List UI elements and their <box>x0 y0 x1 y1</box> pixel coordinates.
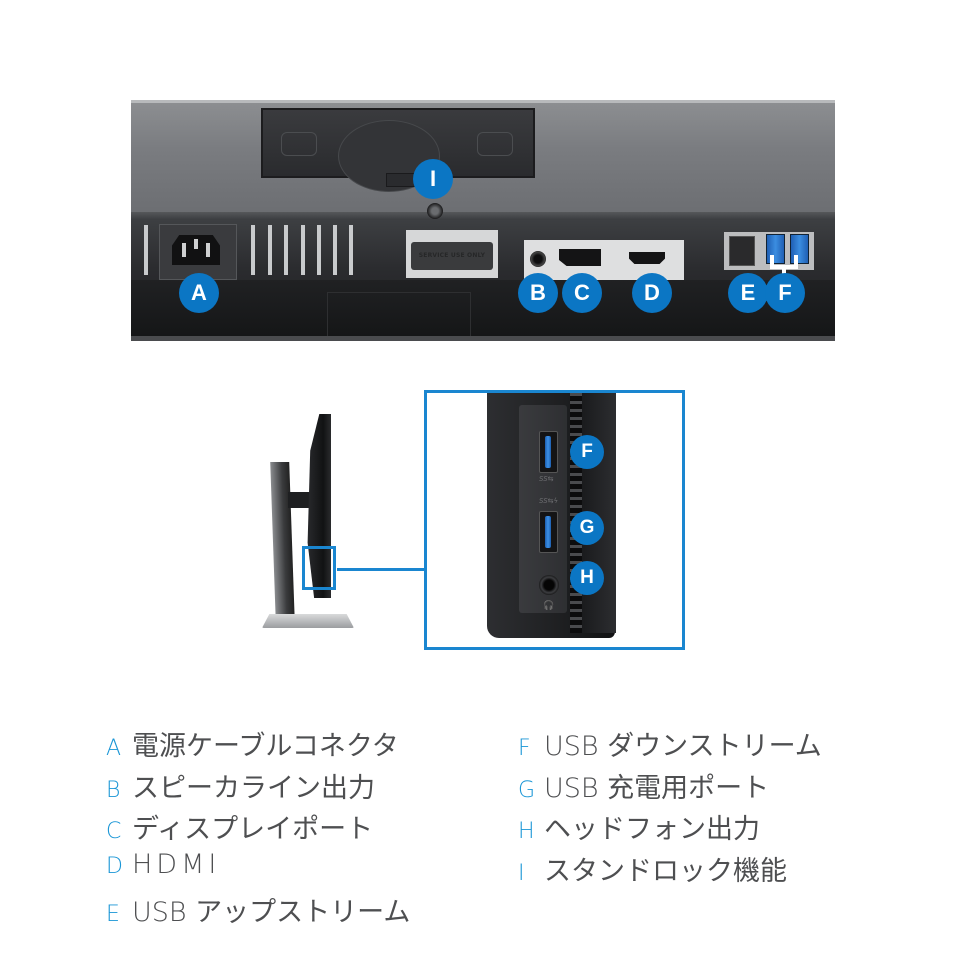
badge-i: I <box>413 159 453 199</box>
badge-b: B <box>518 273 558 313</box>
legend-item: E USB アップストリーム <box>106 890 410 932</box>
rear-floor <box>131 280 835 341</box>
rear-panel-photo: SERVICE USE ONLY I A B C D E F <box>131 100 835 341</box>
side-port-highlight-small <box>302 546 336 590</box>
legend-letter: G <box>518 777 536 803</box>
legend-text: スピーカライン出力 <box>132 772 375 804</box>
vent-slot <box>284 225 288 275</box>
legend-letter: B <box>106 777 121 803</box>
badge-a: A <box>179 273 219 313</box>
monitor-side-profile <box>307 414 331 598</box>
legend-text: USB アップストリーム <box>132 897 411 928</box>
legend-text: 電源ケーブルコネクタ <box>132 731 399 762</box>
displayport-port <box>559 249 601 266</box>
legend-text: USB ダウンストリーム <box>544 731 822 762</box>
legend-text: HDMI <box>132 848 221 880</box>
legend-letter: E <box>106 902 120 927</box>
badge-d: D <box>632 273 672 313</box>
side-port-plate: SS⇆ SS⇆ϟ 🎧 <box>519 405 567 613</box>
callout-connector-line <box>337 568 425 571</box>
usb-downstream-port <box>790 234 809 264</box>
hdmi-port <box>629 252 665 264</box>
badge-h: H <box>570 561 604 595</box>
legend-item: I スタンドロック機能 <box>518 849 822 891</box>
vent-slot <box>251 225 255 275</box>
vesa-bracket-left <box>281 132 317 156</box>
bracket-line <box>782 265 786 275</box>
badge-f: F <box>570 435 604 469</box>
service-label: SERVICE USE ONLY <box>411 242 493 270</box>
badge-e: E <box>728 273 768 313</box>
bracket-line <box>770 255 774 269</box>
vesa-bracket-right <box>477 132 513 156</box>
usb-downstream-port <box>766 234 785 264</box>
legend-item: G USB 充電用ポート <box>518 766 822 808</box>
audio-line-out-port <box>530 251 546 267</box>
side-port-highlight-zoom: SS⇆ SS⇆ϟ 🎧 F G H <box>424 390 685 650</box>
stand-hinge <box>288 492 312 508</box>
rear-ledge <box>131 212 835 220</box>
usb-upstream-port <box>729 236 755 266</box>
usb-port-plate <box>724 232 814 270</box>
vent-slot <box>144 225 148 275</box>
headphone-jack <box>539 575 559 595</box>
vent-slot <box>301 225 305 275</box>
power-connector <box>159 224 237 280</box>
usb-ss-logo: SS⇆ <box>539 475 554 483</box>
vent-slot <box>268 225 272 275</box>
legend-item: F USB ダウンストリーム <box>518 724 822 766</box>
legend-text: USB 充電用ポート <box>544 772 770 804</box>
legend-right: F USB ダウンストリーム G USB 充電用ポート H ヘッドフォン出力 I スタン… <box>518 724 822 890</box>
floor-outline <box>327 292 471 339</box>
bracket-line <box>794 255 798 269</box>
vent-slot <box>317 225 321 275</box>
legend-letter: I <box>518 860 525 886</box>
legend-letter: F <box>518 736 531 761</box>
stand-lock-screw <box>427 203 443 219</box>
legend-text: スタンドロック機能 <box>544 855 787 887</box>
stand-post <box>270 462 295 622</box>
rear-rim <box>131 336 835 341</box>
badge-c: C <box>562 273 602 313</box>
legend-letter: H <box>518 819 535 844</box>
vesa-mount-recess <box>261 108 535 192</box>
vent-slot <box>333 225 337 275</box>
legend-letter: C <box>106 819 122 844</box>
legend-letter: A <box>106 736 122 761</box>
badge-f: F <box>765 273 805 313</box>
stand-lock-latch <box>386 173 416 187</box>
service-panel: SERVICE USE ONLY <box>406 230 498 278</box>
stand-base <box>262 614 354 628</box>
legend-text: ディスプレイポート <box>132 814 374 845</box>
legend-item: H ヘッドフォン出力 <box>518 807 822 849</box>
headphone-icon: 🎧 <box>543 601 555 611</box>
legend-item: B スピーカライン出力 <box>106 766 410 808</box>
usb-charging-port <box>539 511 558 553</box>
badge-g: G <box>570 511 604 545</box>
legend-letter: D <box>106 853 123 879</box>
vent-slot <box>349 225 353 275</box>
usb-downstream-port <box>539 431 558 473</box>
usb-ss-charge-logo: SS⇆ϟ <box>539 497 559 505</box>
legend-item: C ディスプレイポート <box>106 807 410 849</box>
legend-item: D HDMI <box>106 849 410 891</box>
legend-item: A 電源ケーブルコネクタ <box>106 724 410 766</box>
legend-text: ヘッドフォン出力 <box>544 814 760 845</box>
